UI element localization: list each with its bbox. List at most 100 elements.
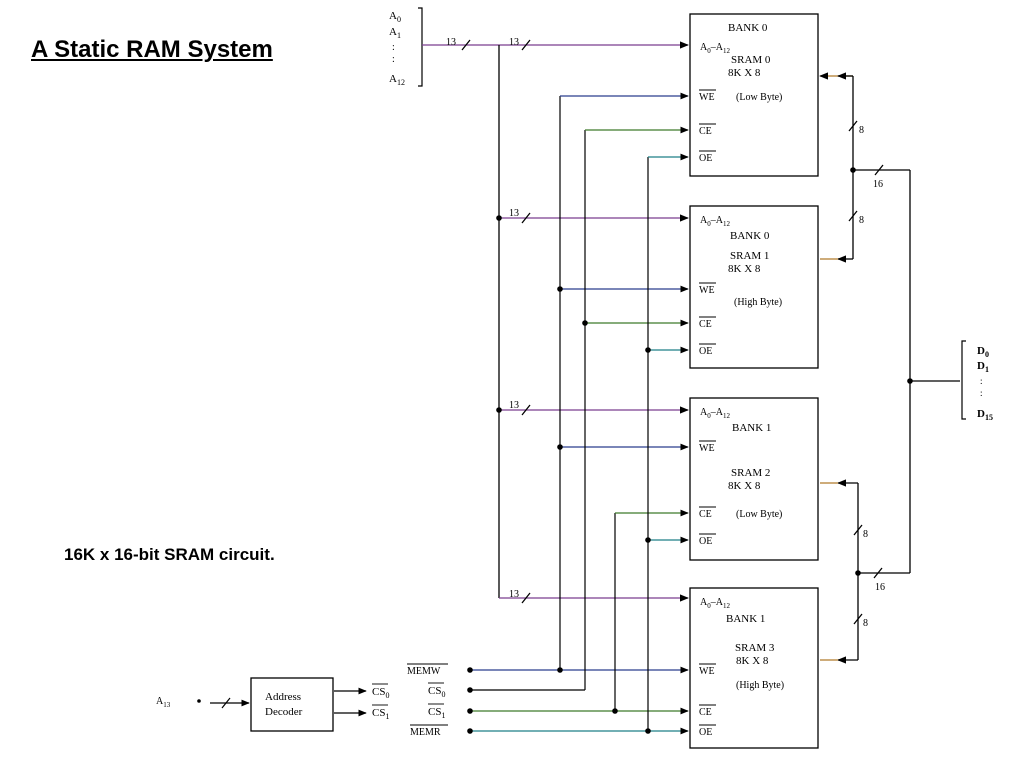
chip-box — [689, 587, 819, 749]
decoder-box — [250, 677, 334, 732]
data-dots: : — [980, 388, 983, 398]
data-bracket — [961, 340, 966, 420]
chip-box — [689, 13, 819, 177]
signal-memr: MEMR — [410, 727, 441, 738]
terminal-dot — [467, 667, 473, 673]
data-bus-width-labels: 8 8 16 8 8 16 — [859, 125, 885, 629]
bus-slash — [873, 567, 883, 579]
junction-dot — [496, 407, 502, 413]
pin-oe: OE — [699, 346, 712, 357]
bus-slash — [853, 613, 863, 625]
bus-slash — [874, 164, 884, 176]
chip-byte: (Low Byte) — [736, 509, 782, 520]
address-bus-width-labels: 13 13 13 13 13 — [446, 37, 519, 600]
data-dots: : — [980, 376, 983, 386]
bus-slash — [521, 212, 531, 224]
bus-width-label: 13 — [509, 208, 519, 219]
decoder-output-cs1: CS1 — [372, 707, 389, 721]
chip-byte: (High Byte) — [736, 680, 784, 691]
pin-oe: OE — [699, 536, 712, 547]
chip-bank: BANK 1 — [732, 422, 771, 434]
pin-ce: CE — [699, 126, 712, 137]
bus-width-label: 8 — [859, 125, 864, 136]
bus-width-label: 13 — [509, 37, 519, 48]
pin-we: WE — [699, 285, 715, 296]
page-title: A Static RAM System — [31, 36, 273, 63]
chip-bank: BANK 1 — [726, 613, 765, 625]
chip-size: 8K X 8 — [728, 263, 761, 275]
pin-ce: CE — [699, 319, 712, 330]
pin-we: WE — [699, 443, 715, 454]
chip-byte: (High Byte) — [734, 297, 782, 308]
address-input-labels: A0 A1 : : A12 — [389, 10, 405, 87]
control-junctions — [467, 286, 651, 734]
chip-name: SRAM 1 — [730, 250, 769, 262]
junction-dot — [855, 570, 861, 576]
chip-size: 8K X 8 — [736, 655, 769, 667]
junction-dot — [557, 667, 563, 673]
pin-ce: CE — [699, 509, 712, 520]
bus-width-label: 8 — [863, 618, 868, 629]
bus-width-label: 16 — [873, 179, 883, 190]
chip-box — [689, 205, 819, 369]
junction-dot — [496, 215, 502, 221]
data-label-d1: D1 — [977, 360, 989, 374]
bus-slash — [461, 39, 471, 51]
bus-width-label: 13 — [509, 400, 519, 411]
chip-bank: BANK 0 — [728, 22, 768, 34]
decoder-output-cs0: CS0 — [372, 686, 389, 700]
chip-byte: (Low Byte) — [736, 92, 782, 103]
bus-width-label: 8 — [863, 529, 868, 540]
chip-name: SRAM 2 — [731, 467, 770, 479]
chip-name: SRAM 0 — [731, 54, 771, 66]
decoder-input-label: A13 — [156, 696, 171, 709]
bus-slash — [848, 210, 858, 222]
address-label-a0: A0 — [389, 10, 401, 24]
address-bracket — [418, 7, 423, 87]
chip-address-range: A0–A12 — [700, 42, 730, 55]
pin-oe: OE — [699, 727, 712, 738]
junction-dot — [645, 728, 651, 734]
signal-cs0: CS0 — [428, 685, 445, 699]
figure-caption: 16K x 16-bit SRAM circuit. — [64, 545, 275, 564]
address-label-a1: A1 — [389, 26, 401, 40]
bus-slash — [521, 592, 531, 604]
chip-box — [689, 397, 819, 561]
signal-cs1: CS1 — [428, 706, 445, 720]
junction-dot — [907, 378, 913, 384]
bus-width-label: 16 — [875, 582, 885, 593]
bus-slash — [853, 524, 863, 536]
signal-labels: MEMW CS0 CS1 MEMR — [407, 663, 448, 738]
address-bus — [422, 39, 689, 604]
data-output-labels: D0 D1 : : D15 — [977, 345, 993, 422]
bus-slash — [221, 697, 231, 709]
terminal-dot — [467, 708, 473, 714]
address-dots: : — [392, 54, 395, 65]
bus-slash — [521, 39, 531, 51]
data-label-d0: D0 — [977, 345, 989, 359]
sram-chip-2: A0–A12 BANK 1 WE SRAM 2 8K X 8 CE (Low B… — [689, 397, 819, 561]
pin-ce: CE — [699, 707, 712, 718]
chip-bank: BANK 0 — [730, 230, 770, 242]
decoder-input-dot — [197, 699, 201, 703]
bus-width-label: 13 — [446, 37, 456, 48]
junction-dot — [557, 286, 563, 292]
sram-chip-0: BANK 0 A0–A12 SRAM 0 8K X 8 WE (Low Byte… — [689, 13, 819, 177]
junction-dot — [850, 167, 856, 173]
chip-name: SRAM 3 — [735, 642, 775, 654]
junction-dot — [557, 444, 563, 450]
address-decoder: Address Decoder A13 CS0 CS1 — [156, 677, 389, 732]
chip-address-range: A0–A12 — [700, 597, 730, 610]
chip-size: 8K X 8 — [728, 67, 761, 79]
address-dots: : — [392, 42, 395, 53]
decoder-label-line1: Address — [265, 691, 301, 703]
bus-slash — [521, 404, 531, 416]
sram-chip-3: A0–A12 BANK 1 SRAM 3 8K X 8 WE (High Byt… — [689, 587, 819, 749]
terminal-dot — [467, 687, 473, 693]
data-bus — [819, 72, 960, 664]
junction-dot — [582, 320, 588, 326]
signal-memw: MEMW — [407, 666, 441, 677]
data-junctions — [850, 167, 913, 576]
pin-we: WE — [699, 92, 715, 103]
